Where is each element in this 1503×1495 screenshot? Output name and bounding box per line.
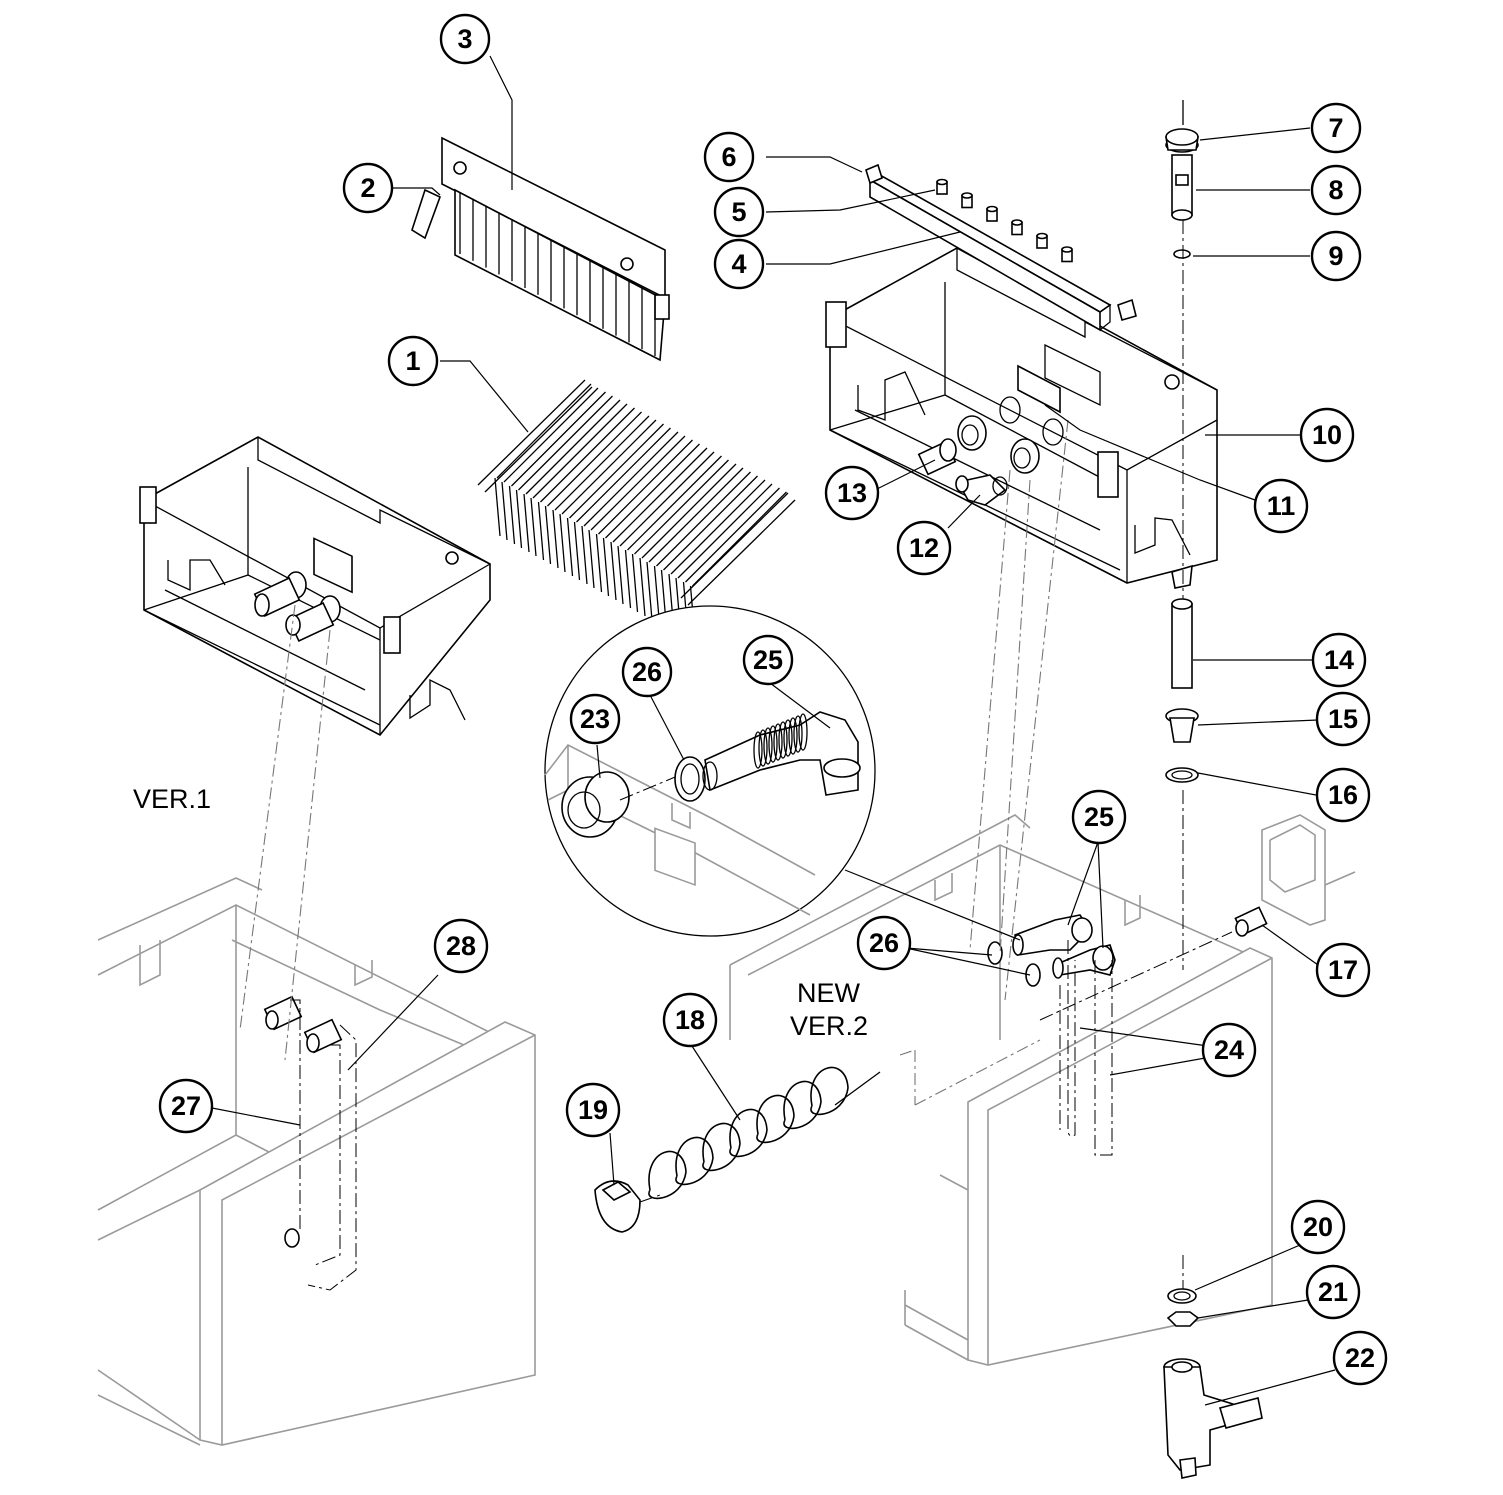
callout-number: 28 xyxy=(446,931,476,961)
callout-number: 14 xyxy=(1324,645,1354,675)
callout-number: 23 xyxy=(580,704,610,734)
callout-number: 21 xyxy=(1318,1277,1348,1307)
callout-number: 4 xyxy=(731,249,746,279)
leader-lines xyxy=(211,55,1336,1406)
callout-number: 27 xyxy=(171,1091,201,1121)
cabinet-ver1 xyxy=(97,877,536,1446)
drain-assembly xyxy=(1163,100,1263,1479)
callout-20: 20 xyxy=(1290,1199,1346,1255)
callout-number: 18 xyxy=(675,1005,705,1035)
callout-6: 6 xyxy=(703,131,755,183)
callout-1: 1 xyxy=(387,335,439,387)
callout-number: 12 xyxy=(909,533,939,563)
ver1-pipes xyxy=(263,995,357,1291)
callout-25: 25 xyxy=(742,634,794,686)
callout-number: 1 xyxy=(405,346,420,376)
callout-5: 5 xyxy=(713,186,765,238)
callout-8: 8 xyxy=(1310,164,1362,216)
callout-18: 18 xyxy=(662,992,718,1048)
callout-number: 8 xyxy=(1328,175,1343,205)
callouts: 1 2 3 4 5 6 7 8 9 10 11 12 13 14 15 16 1… xyxy=(158,13,1388,1386)
callout-27: 27 xyxy=(158,1078,214,1134)
callout-24: 24 xyxy=(1201,1022,1257,1078)
callout-13: 13 xyxy=(824,465,880,521)
callout-14: 14 xyxy=(1311,632,1367,688)
assembly-lines xyxy=(239,419,1069,1106)
tank-ver2 xyxy=(825,247,1218,589)
label-ver2: VER.2 xyxy=(790,1011,868,1041)
callout-19: 19 xyxy=(565,1082,621,1138)
callout-23: 23 xyxy=(569,693,621,745)
callout-number: 5 xyxy=(731,197,746,227)
callout-22: 22 xyxy=(1332,1330,1388,1386)
label-new: NEW xyxy=(797,978,861,1008)
callout-number: 9 xyxy=(1328,241,1343,271)
callout-number: 11 xyxy=(1267,491,1296,521)
filter-panel xyxy=(411,136,670,362)
callout-number: 10 xyxy=(1312,420,1342,450)
callout-number: 26 xyxy=(632,657,662,687)
sensor-fitting xyxy=(1039,906,1268,1021)
spring-and-cap xyxy=(594,1066,881,1233)
cabinet-fittings xyxy=(987,914,1116,1156)
callout-9: 9 xyxy=(1310,230,1362,282)
callout-21: 21 xyxy=(1305,1264,1361,1320)
callout-12: 12 xyxy=(896,520,952,576)
callout-number: 19 xyxy=(578,1095,608,1125)
callout-number: 17 xyxy=(1328,955,1358,985)
callout-number: 25 xyxy=(753,645,783,675)
callout-11: 11 xyxy=(1253,478,1309,534)
callout-28: 28 xyxy=(433,918,489,974)
cabinet-ver2 xyxy=(729,814,1356,1366)
callout-4: 4 xyxy=(713,238,765,290)
callout-number: 16 xyxy=(1328,780,1358,810)
callout-number: 24 xyxy=(1214,1035,1244,1065)
callout-26: 26 xyxy=(621,646,673,698)
callout-number: 2 xyxy=(360,173,375,203)
tank-ver1 xyxy=(139,436,491,737)
callout-number: 20 xyxy=(1303,1212,1333,1242)
callout-number: 15 xyxy=(1328,704,1358,734)
callout-15: 15 xyxy=(1315,691,1371,747)
callout-25b: 25 xyxy=(1071,789,1127,845)
callout-16: 16 xyxy=(1315,767,1371,823)
callout-number: 7 xyxy=(1328,113,1343,143)
callout-3: 3 xyxy=(439,13,491,65)
callout-17: 17 xyxy=(1315,942,1371,998)
detail-magnifier xyxy=(544,605,876,937)
callout-number: 13 xyxy=(837,478,867,508)
callout-number: 3 xyxy=(457,24,472,54)
label-ver1: VER.1 xyxy=(133,784,211,814)
callout-7: 7 xyxy=(1310,102,1362,154)
callout-10: 10 xyxy=(1299,407,1355,463)
callout-number: 22 xyxy=(1345,1343,1375,1373)
grill-rack xyxy=(477,379,796,645)
callout-number: 6 xyxy=(721,142,736,172)
nozzle-rail xyxy=(865,163,1137,332)
callout-number: 26 xyxy=(869,928,899,958)
callout-2: 2 xyxy=(342,162,394,214)
callout-number: 25 xyxy=(1084,802,1114,832)
callout-26b: 26 xyxy=(856,915,912,971)
